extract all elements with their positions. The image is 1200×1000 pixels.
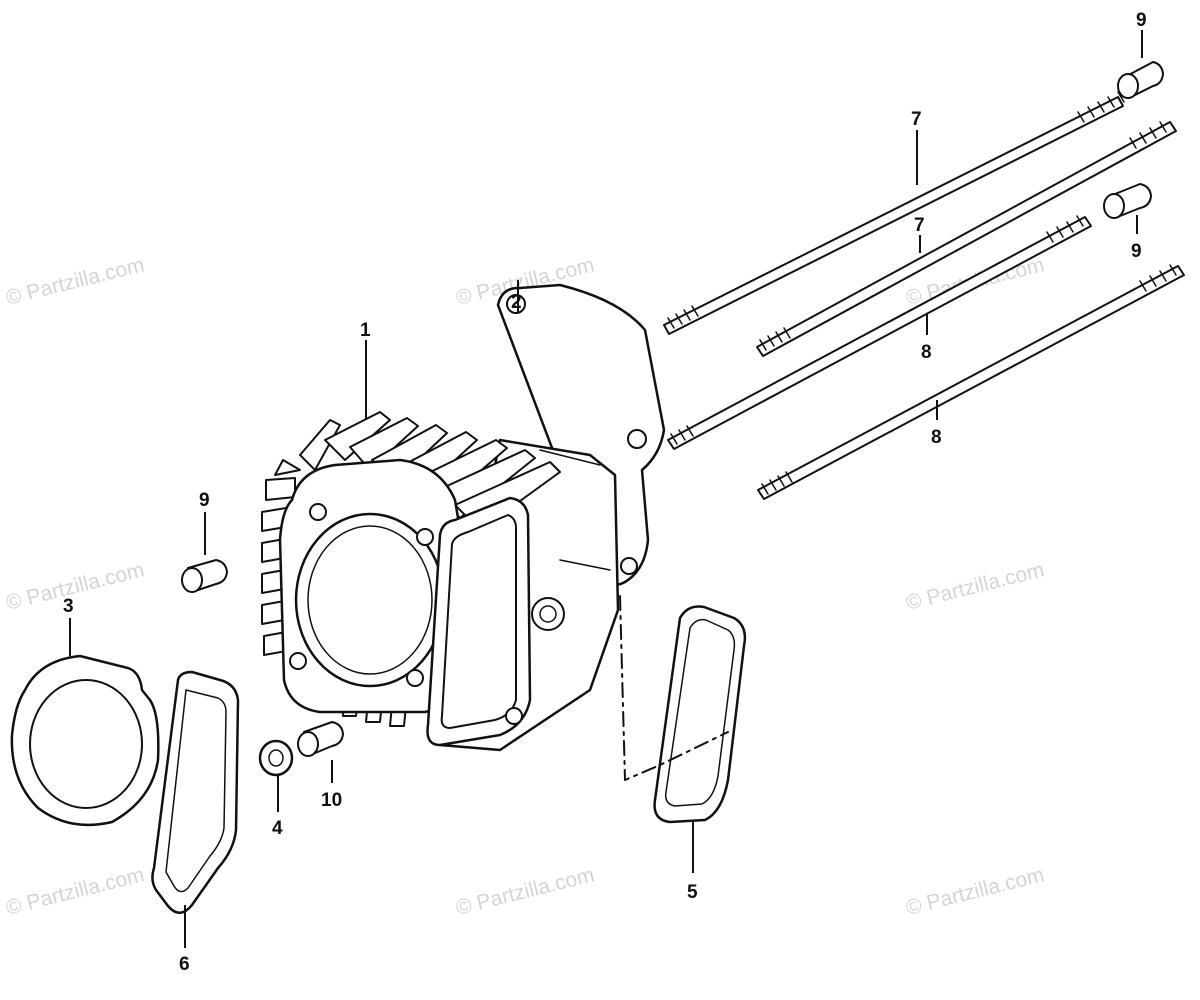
stud-bolt-7-lower[interactable]: [756, 121, 1177, 357]
callout-8-lower: 8: [931, 427, 942, 448]
callout-8-upper: 8: [921, 342, 932, 363]
callout-4: 4: [272, 818, 283, 839]
watermark: © Partzilla.com: [4, 863, 147, 920]
dowel-pin-9-top[interactable]: [1117, 61, 1164, 99]
callout-7-lower: 7: [914, 215, 925, 236]
side-cover-gasket-5[interactable]: [653, 605, 747, 824]
callout-9-left: 9: [199, 490, 210, 511]
watermark: © Partzilla.com: [4, 253, 147, 310]
cylinder[interactable]: [261, 411, 620, 752]
side-cover-gasket-6[interactable]: [151, 670, 240, 914]
callout-2: 2: [511, 292, 522, 313]
watermark: © Partzilla.com: [4, 558, 147, 615]
washer-4[interactable]: [258, 739, 294, 777]
watermark: © Partzilla.com: [454, 863, 597, 920]
callout-10: 10: [321, 790, 342, 811]
head-gasket-ring[interactable]: [10, 654, 160, 827]
watermark: © Partzilla.com: [904, 558, 1047, 615]
callout-7-upper: 7: [911, 109, 922, 130]
callout-labels: 1 2 3 4 5 6 7 7 8 8 9 9 9 10: [63, 10, 1147, 975]
stud-bolt-8-upper[interactable]: [667, 215, 1092, 450]
callout-6: 6: [179, 954, 190, 975]
callout-3: 3: [63, 596, 74, 617]
stud-bolt-7-upper[interactable]: [663, 91, 1125, 335]
callout-9-top: 9: [1136, 10, 1147, 31]
callout-1: 1: [360, 320, 371, 341]
dowel-pin-9-right[interactable]: [1103, 183, 1152, 219]
leader-lines: [69, 30, 1143, 948]
callout-5: 5: [687, 882, 698, 903]
dowel-pin-9-left[interactable]: [181, 559, 228, 593]
dowel-pin-10[interactable]: [297, 721, 344, 757]
cylinder-base-gasket[interactable]: [496, 283, 666, 587]
watermark: © Partzilla.com: [904, 863, 1047, 920]
stud-bolt-8-lower[interactable]: [757, 264, 1185, 500]
callout-9-right: 9: [1131, 241, 1142, 262]
